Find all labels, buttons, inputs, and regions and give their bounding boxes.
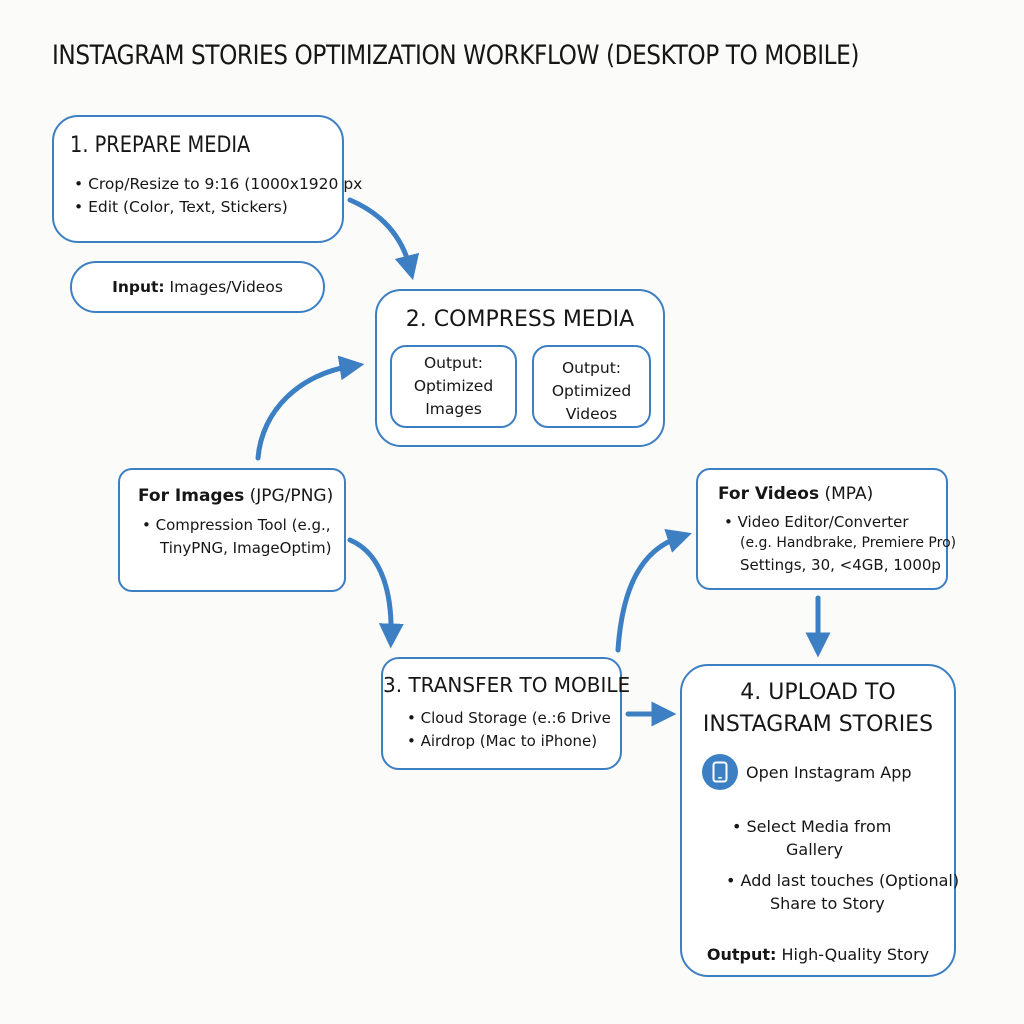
output-optimized-videos-box: Output: Optimized Videos	[532, 345, 651, 428]
step2-heading: 2. COMPRESS MEDIA	[405, 307, 635, 332]
step4-select-line1: • Select Media from	[732, 817, 892, 836]
output-images-line2: Optimized	[413, 377, 494, 395]
arrow-transfer-to-videos	[615, 528, 692, 653]
step4-touches-line1: • Add last touches (Optional)	[726, 871, 960, 890]
videos-branch-heading-bold: For Videos	[718, 484, 820, 504]
output-videos-line3: Videos	[565, 405, 618, 423]
videos-branch-heading: For Videos (MPA)	[718, 483, 873, 506]
videos-branch-line1: • Video Editor/Converter	[724, 513, 909, 531]
input-value: Images/Videos	[164, 278, 283, 296]
images-branch-box: For Images (JPG/PNG) • Compression Tool …	[118, 468, 346, 592]
smartphone-icon	[702, 754, 738, 790]
step3-transfer-box: 3. TRANSFER TO MOBILE • Cloud Storage (e…	[381, 657, 631, 770]
images-branch-heading-bold: For Images	[138, 486, 245, 506]
videos-branch-heading-rest: (MPA)	[819, 484, 874, 504]
videos-branch-box: For Videos (MPA) • Video Editor/Converte…	[696, 468, 956, 590]
step4-output: Output: High-Quality Story	[682, 943, 954, 966]
step1-bullet-edit: • Edit (Color, Text, Stickers)	[74, 198, 288, 216]
step3-heading: 3. TRANSFER TO MOBILE	[383, 673, 631, 697]
output-videos-line1: Output:	[561, 359, 622, 377]
step4-heading-line1: 4. UPLOAD TO	[740, 680, 896, 705]
images-branch-heading-rest: (JPG/PNG)	[244, 486, 334, 506]
step4-output-label: Output:	[706, 945, 777, 964]
videos-branch-line2: (e.g. Handbrake, Premiere Pro)	[740, 535, 957, 551]
images-branch-line2: TinyPNG, ImageOptim)	[160, 539, 332, 557]
images-branch-line1: • Compression Tool (e.g.,	[142, 516, 331, 534]
output-optimized-images-box: Output: Optimized Images	[390, 345, 517, 428]
step1-bullet-crop: • Crop/Resize to 9:16 (1000x1920 px	[74, 175, 363, 193]
images-branch-heading: For Images (JPG/PNG)	[138, 485, 333, 508]
arrow-images-to-transfer	[347, 537, 404, 649]
input-text: Input: Images/Videos	[72, 276, 323, 299]
arrow-prepare-to-compress	[347, 197, 420, 281]
input-label: Input:	[112, 278, 165, 296]
step4-open-app: Open Instagram App	[746, 763, 912, 782]
step3-bullet-cloud: • Cloud Storage (e.:6 Drive	[407, 709, 611, 727]
step4-touches-line2: Share to Story	[770, 894, 885, 913]
page-title: INSTAGRAM STORIES OPTIMIZATION WORKFLOW …	[52, 40, 860, 71]
output-videos-line2: Optimized	[551, 382, 632, 400]
step1-heading: 1. PREPARE MEDIA	[70, 133, 251, 158]
output-images-line1: Output:	[423, 354, 484, 372]
input-box: Input: Images/Videos	[70, 261, 325, 313]
step4-upload-box: 4. UPLOAD TO INSTAGRAM STORIES Open Inst…	[680, 664, 960, 977]
step4-output-value: High-Quality Story	[776, 945, 930, 964]
step4-select-line2: Gallery	[786, 840, 843, 859]
arrow-images-to-compress	[255, 355, 365, 461]
output-images-line3: Images	[425, 400, 482, 418]
videos-branch-line3: Settings, 30, <4GB, 1000p	[740, 556, 941, 574]
step4-heading-line2: INSTAGRAM STORIES	[702, 712, 934, 737]
step3-bullet-airdrop: • Airdrop (Mac to iPhone)	[407, 732, 598, 750]
step1-prepare-media-box: 1. PREPARE MEDIA • Crop/Resize to 9:16 (…	[52, 115, 362, 243]
